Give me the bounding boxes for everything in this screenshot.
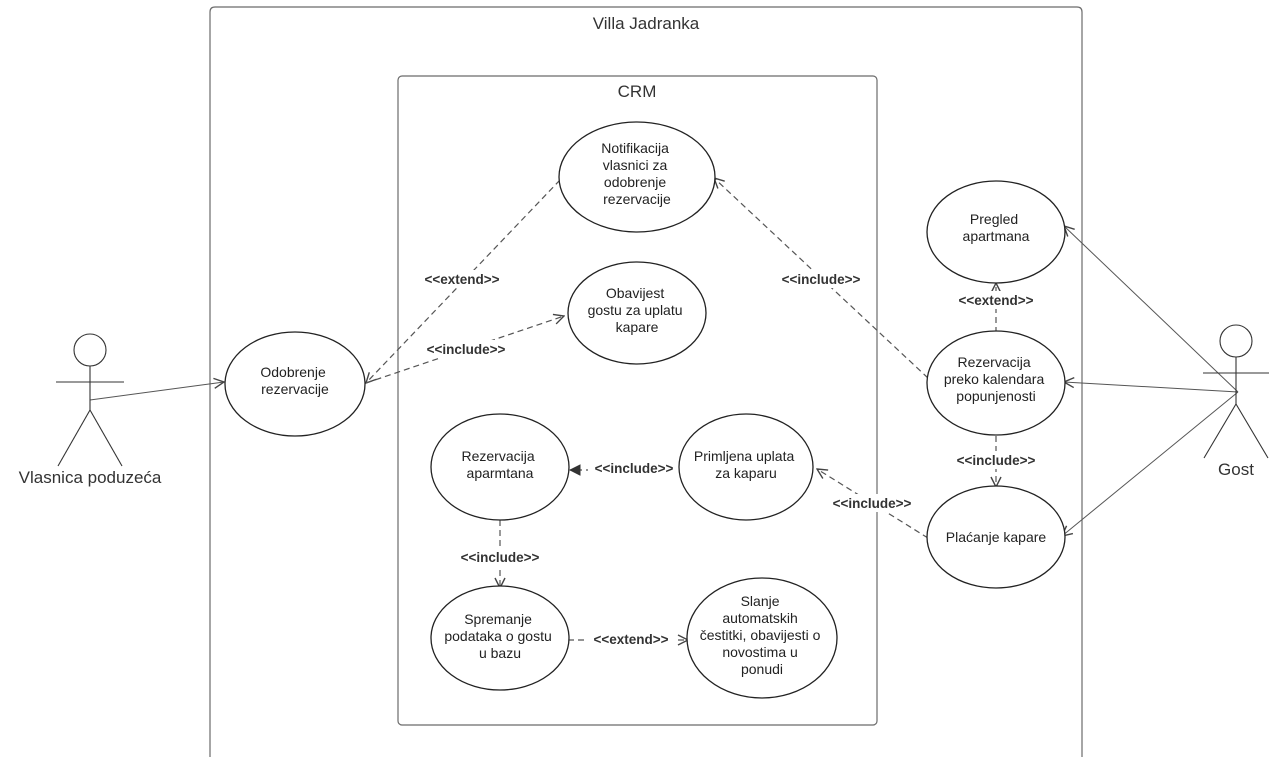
include-label: <<include>> [427,342,506,357]
svg-text:Rezervacija preko kalend: Rezervacija preko kalendara popunjenosti [944,354,1048,404]
use-case-label: čestitki, obavijesti o [700,627,821,643]
svg-text:Spremanje podataka o gos: Spremanje podataka o gostu u bazu [444,611,555,661]
svg-text:Pregled apartmana: Pregled apartmana [963,211,1030,244]
extend-label: <<extend>> [424,272,499,287]
svg-text:Odobrenje rezervacije: Odobrenje rezervacije [260,364,329,397]
system-boundary: Villa Jadranka [209,6,1083,757]
use-case-label: za kaparu [715,465,776,481]
svg-text:Obavijest gostu za uplat: Obavijest gostu za uplatu kapare [588,285,687,335]
use-case-label: preko kalendara [944,371,1045,387]
svg-text:Plaćanje kapare: Plaćanje kapare [946,529,1047,545]
include-label: <<include>> [782,272,861,287]
use-case-reserve-apartment[interactable]: Rezervacija aparmtana [430,413,570,521]
use-case-label: Plaćanje kapare [946,529,1047,545]
extend-label: <<extend>> [593,632,668,647]
use-case-deposit-payment[interactable]: Plaćanje kapare [926,485,1066,589]
svg-text:Slanje automatskih: Slanje automatskih čestitki, obavijesti … [700,593,825,677]
use-case-label: odobrenje [604,174,666,190]
use-case-label: rezervacije [261,381,329,397]
use-case-label: Rezervacija [957,354,1030,370]
crm-title: CRM [618,82,657,101]
use-case-label: novostima u [722,644,797,660]
use-case-calendar-reservation[interactable]: Rezervacija preko kalendara popunjenosti [926,330,1066,436]
use-case-label: Rezervacija [461,448,534,464]
use-case-label: kapare [616,319,659,335]
use-case-label: vlasnici za [603,157,668,173]
association-guest-calendar [1064,382,1239,393]
crm-subsystem: CRM [397,75,878,726]
include-label: <<include>> [957,453,1036,468]
stereotype-labels: <<extend>> <<include>> <<include>> <<ext… [418,270,1042,648]
svg-text:Notifikacija vlasnici za: Notifikacija vlasnici za odobrenje rezer… [601,140,673,207]
use-case-label: Odobrenje [260,364,326,380]
use-case-label: aparmtana [467,465,534,481]
include-label: <<include>> [595,461,674,476]
use-case-payment-received[interactable]: Primljena uplata za kaparu [678,413,814,521]
actor-owner-label: Vlasnica poduzeća [19,468,162,487]
include-label: <<include>> [833,496,912,511]
use-case-label: automatskih [722,610,797,626]
extend-label: <<extend>> [958,293,1033,308]
include-label: <<include>> [461,550,540,565]
use-case-save-data[interactable]: Spremanje podataka o gostu u bazu [430,585,570,691]
use-case-auto-cards[interactable]: Slanje automatskih čestitki, obavijesti … [686,577,838,699]
use-case-approval[interactable]: Odobrenje rezervacije [224,331,366,437]
use-case-label: Slanje [741,593,780,609]
use-case-label: rezervacije [603,191,671,207]
use-case-label: popunjenosti [956,388,1035,404]
actor-owner: Vlasnica poduzeća [19,333,162,487]
use-case-notify-guest[interactable]: Obavijest gostu za uplatu kapare [567,261,707,365]
use-case-notify-owner[interactable]: Notifikacija vlasnici za odobrenje rezer… [558,121,716,233]
association-owner-approval [89,382,224,401]
use-case-label: Pregled [970,211,1018,227]
use-case-label: Notifikacija [601,140,669,156]
actor-head [73,333,107,367]
use-case-label: apartmana [963,228,1030,244]
use-case-label: ponudi [741,661,783,677]
associations [89,226,1239,536]
svg-text:Rezervacija aparmtana: Rezervacija aparmtana [461,448,538,481]
actor-guest: Gost [1203,324,1269,479]
svg-text:Primljena uplata za kapa: Primljena uplata za kaparu [694,448,798,481]
use-case-view-apartments[interactable]: Pregled apartmana [926,180,1066,284]
use-case-label: Primljena uplata [694,448,795,464]
actor-guest-label: Gost [1218,460,1254,479]
use-case-label: gostu za uplatu [588,302,683,318]
association-guest-payment [1062,391,1239,536]
include-calendar-to-notify-owner [714,178,929,379]
dependencies [366,178,996,640]
use-case-label: podataka o gostu [444,628,551,644]
association-guest-view [1064,226,1239,393]
use-case-label: Spremanje [464,611,532,627]
system-title: Villa Jadranka [593,14,700,33]
use-case-label: Obavijest [606,285,664,301]
use-case-label: u bazu [479,645,521,661]
actor-head [1219,324,1253,358]
